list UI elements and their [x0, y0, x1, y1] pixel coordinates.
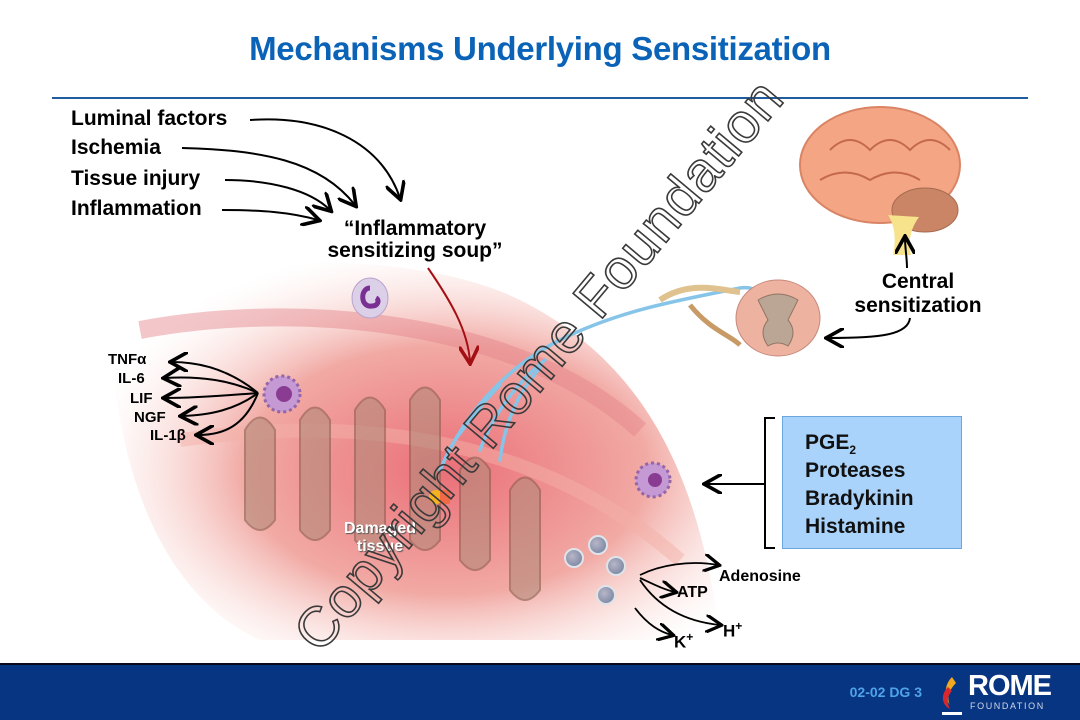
- product-k: K+: [674, 630, 694, 652]
- mast-cell-right: [634, 461, 672, 499]
- soup-arrow: [427, 267, 470, 362]
- trigger-ischemia: Ischemia: [71, 136, 161, 159]
- slide-title: Mechanisms Underlying Sensitization: [249, 30, 831, 67]
- soup-label: “Inflammatory sensitizing soup”: [300, 218, 530, 262]
- soup-label-line1: “Inflammatory: [343, 217, 487, 240]
- damage-spot: [429, 490, 443, 504]
- damaged-tissue-line1: Damaged: [343, 520, 417, 537]
- flame-icon: [942, 677, 962, 715]
- cytokine-lif: LIF: [130, 390, 153, 407]
- cytokine-tnfa: TNFα: [108, 351, 147, 368]
- central-line1: Central: [881, 270, 955, 293]
- product-h: H+: [723, 619, 743, 641]
- product-adenosine: Adenosine: [719, 568, 801, 585]
- soup-label-line2: sensitizing soup”: [327, 239, 503, 262]
- platelet-arrows: [634, 563, 720, 635]
- trigger-inflammation: Inflammation: [71, 197, 202, 220]
- neutrophil-cell: [351, 277, 389, 319]
- product-atp: ATP: [677, 584, 708, 601]
- mediator-bracket: [706, 417, 775, 549]
- trigger-arrows: [181, 118, 400, 220]
- platelets: [564, 535, 626, 605]
- gut-tissue: [0, 240, 720, 660]
- mediator-histamine: Histamine: [805, 515, 906, 538]
- trigger-luminal-factors: Luminal factors: [71, 107, 228, 130]
- damaged-tissue-line2: tissue: [356, 538, 404, 555]
- footer-bar: 02-02 DG 3 ROME FOUNDATION: [0, 663, 1080, 720]
- rome-foundation-logo: ROME FOUNDATION: [938, 670, 1058, 717]
- cytokine-il1b: IL-1β: [150, 427, 186, 444]
- cytokine-arrows: [165, 362, 259, 435]
- central-arrows: [828, 238, 910, 338]
- mediator-pge2: PGE2: [805, 431, 857, 458]
- central-sensitization-label: Central sensitization: [838, 270, 998, 318]
- cytokine-ngf: NGF: [134, 409, 166, 426]
- central-line2: sensitization: [854, 294, 982, 317]
- slide-id: 02-02 DG 3: [849, 684, 922, 700]
- logo-subtitle: FOUNDATION: [970, 701, 1045, 711]
- title-divider: [52, 97, 1028, 99]
- brain-illustration: [799, 106, 961, 255]
- trigger-tissue-injury: Tissue injury: [71, 167, 201, 190]
- mediator-proteases: Proteases: [805, 459, 906, 482]
- mediators-box: PGE2 Proteases Bradykinin Histamine: [782, 416, 962, 549]
- damaged-tissue-label: Damaged tissue: [330, 520, 430, 556]
- mediator-bradykinin: Bradykinin: [805, 487, 914, 510]
- spinal-cord: [658, 279, 821, 357]
- cytokine-il6: IL-6: [118, 370, 145, 387]
- logo-wordmark: ROME: [968, 670, 1052, 702]
- mast-cell-left: [262, 374, 302, 414]
